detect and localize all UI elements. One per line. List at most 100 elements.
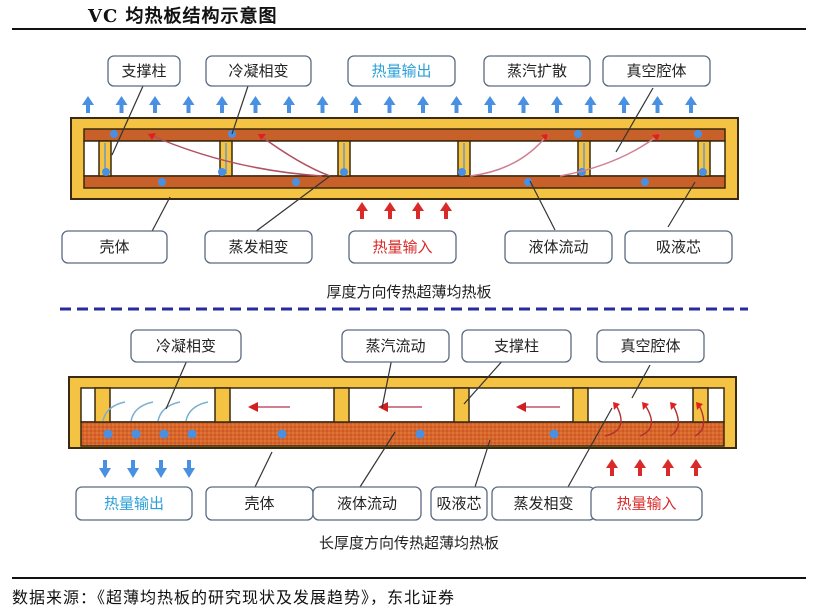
label-text: 吸液芯 [656, 238, 701, 256]
liquid-droplet [159, 429, 169, 439]
vapor-arrowhead [148, 133, 156, 140]
label-text: 蒸发相变 [513, 495, 573, 513]
liquid-droplet [102, 168, 110, 176]
heat-out-arrow [517, 96, 530, 113]
top-leader-lines [111, 85, 696, 238]
liquid-droplet [458, 168, 466, 176]
support-pillar [94, 387, 111, 423]
source-rule [12, 577, 806, 579]
label-heat-output: 热量输出 [347, 55, 456, 87]
heat-out-arrow [651, 96, 664, 113]
label-text: 液体流动 [528, 238, 588, 256]
label-text: 热量输出 [371, 62, 431, 80]
label-shell: 壳体 [205, 486, 314, 521]
heat-out-arrow [685, 96, 697, 113]
support-pillar [453, 387, 470, 423]
heat-out-arrow [127, 460, 139, 478]
heat-out-arrow [584, 96, 597, 113]
evaporation-curves [604, 404, 705, 437]
top-diagram [70, 96, 739, 219]
support-pillar [214, 387, 231, 423]
label-text: 热量输出 [104, 495, 164, 513]
label-evaporation: 蒸发相变 [204, 230, 313, 264]
vapor-path [147, 133, 323, 177]
figure-title: VC 均热板结构示意图 [88, 6, 278, 27]
heat-out-arrow [316, 96, 329, 113]
heat-out-arrow [417, 96, 429, 113]
heat-in-arrow [356, 202, 368, 219]
vapor-flow-arrow [516, 402, 560, 412]
heat-out-arrow [484, 96, 496, 113]
label-text: 蒸汽扩散 [507, 62, 567, 80]
title-rule [12, 28, 806, 30]
heat-out-arrow [350, 96, 362, 113]
label-text: 壳体 [244, 495, 274, 513]
label-text: 热量输入 [616, 495, 676, 513]
liquid-droplet [641, 178, 649, 186]
label-text: 吸液芯 [436, 495, 481, 513]
label-heat-input: 热量输入 [590, 486, 703, 521]
heat-out-arrow [618, 96, 630, 113]
heat-in-arrow [412, 202, 424, 219]
liquid-droplet [131, 429, 141, 439]
liquid-droplet [218, 168, 226, 176]
heat-out-arrow [99, 460, 111, 478]
support-pillar [333, 387, 350, 423]
label-support-pillar: 支撑柱 [107, 55, 181, 87]
label-support-pillar: 支撑柱 [461, 329, 572, 363]
vapor-flow-arrow [248, 402, 290, 412]
condensation-curves [102, 401, 209, 422]
heat-out-arrow [249, 96, 262, 113]
bottom-wick [80, 421, 725, 447]
liquid-droplet [277, 429, 287, 439]
label-wick: 吸液芯 [430, 486, 488, 521]
heat-out-arrow [82, 96, 94, 113]
heat-in-arrow [634, 459, 646, 476]
label-vapor-diffusion: 蒸汽扩散 [483, 55, 591, 87]
label-text: 支撑柱 [494, 337, 539, 355]
label-heat-output: 热量输出 [75, 486, 193, 521]
label-vacuum-cavity: 真空腔体 [602, 55, 711, 87]
support-pillar [572, 387, 589, 423]
heat-out-arrow [149, 96, 161, 113]
top-wick-lower [83, 175, 726, 189]
heat-in-arrow [662, 459, 674, 476]
label-condensation: 冷凝相变 [130, 329, 242, 363]
vapor-flow-arrow [378, 402, 422, 412]
liquid-droplet [699, 168, 707, 176]
liquid-droplet [574, 130, 582, 138]
label-shell: 壳体 [61, 230, 168, 264]
label-text: 热量输入 [372, 238, 432, 256]
label-vapor-flow: 蒸汽流动 [341, 329, 450, 363]
label-text: 真空腔体 [620, 337, 680, 355]
liquid-droplet [415, 429, 425, 439]
liquid-droplet [340, 168, 348, 176]
heat-out-arrow [155, 460, 167, 478]
label-vacuum-cavity: 真空腔体 [596, 329, 705, 363]
heat-out-arrow [183, 460, 195, 478]
heat-out-arrow [383, 96, 396, 113]
bottom-diagram [68, 376, 737, 478]
source-note: 数据来源：《超薄均热板的研究现状及发展趋势》，东北证券 [12, 588, 456, 607]
heat-in-arrow [606, 459, 618, 476]
heat-out-arrow [216, 96, 228, 113]
liquid-droplet [187, 429, 197, 439]
label-evaporation: 蒸发相变 [491, 486, 596, 521]
heat-out-arrow [115, 96, 128, 113]
bottom-caption: 长厚度方向传热超薄均热板 [319, 534, 499, 552]
label-text: 冷凝相变 [156, 337, 216, 355]
liquid-droplet [694, 130, 702, 138]
heat-out-arrow [551, 96, 563, 113]
label-text: 壳体 [99, 238, 129, 256]
liquid-droplet [524, 178, 532, 186]
label-text: 支撑柱 [121, 62, 166, 80]
liquid-droplet [549, 429, 559, 439]
heat-in-arrow [690, 459, 702, 476]
liquid-droplet [158, 178, 166, 186]
liquid-droplet [292, 178, 300, 186]
vapor-path [559, 133, 661, 177]
evaporation-arrowheads [613, 402, 703, 410]
label-text: 液体流动 [337, 495, 397, 513]
vapor-arrowhead [541, 134, 548, 141]
